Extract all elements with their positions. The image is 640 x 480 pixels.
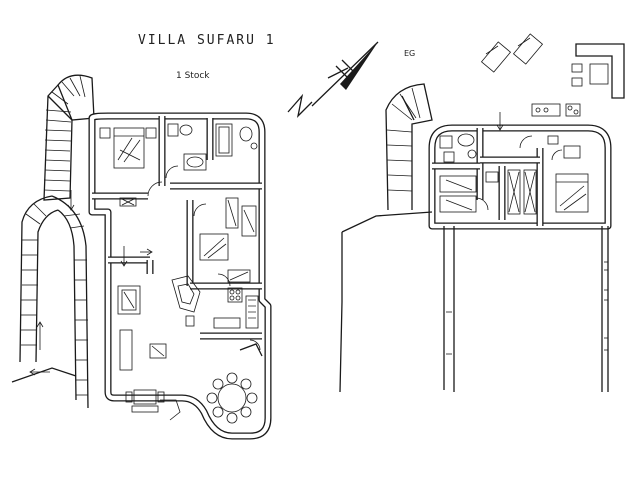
bedroom-upper-1 xyxy=(99,127,163,207)
bathroom-upper xyxy=(165,123,258,179)
ground-terrace-outline xyxy=(339,211,609,393)
upper-floor-label: 1 Stock xyxy=(176,71,210,81)
bathroom-ground xyxy=(439,112,504,163)
fireplace xyxy=(171,275,201,327)
bedroom-ground-1 xyxy=(439,175,489,213)
upper-floor-walls xyxy=(88,112,272,440)
ground-floor-label: EG xyxy=(404,49,416,58)
sun-loungers xyxy=(480,33,544,73)
drawing-title: VILLA SUFARU 1 xyxy=(138,33,276,48)
bedroom-upper-2 xyxy=(193,197,257,287)
ground-floor-walls xyxy=(428,124,612,230)
kitchen-upper xyxy=(213,287,261,351)
north-arrow xyxy=(287,41,379,118)
wardrobes-ground xyxy=(485,169,537,215)
entry-arrows xyxy=(120,246,263,357)
staircase-ground xyxy=(385,83,433,211)
outdoor-bench xyxy=(531,43,625,117)
spiral-staircase-upper xyxy=(43,74,95,211)
bedroom-ground-2 xyxy=(519,135,589,213)
exterior-staircase xyxy=(11,195,89,409)
dining-table-upper xyxy=(206,372,258,424)
living-room-upper xyxy=(117,285,181,421)
